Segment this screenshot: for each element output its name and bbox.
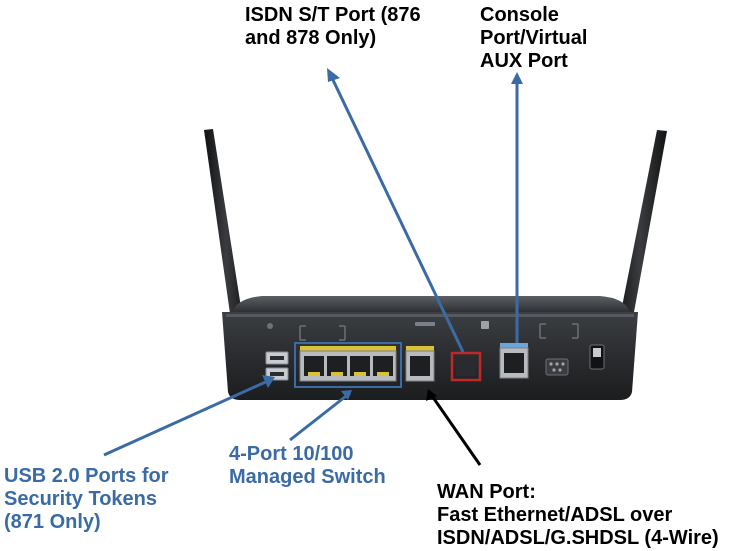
usb-callout-line-2: Security Tokens (4, 488, 158, 510)
right-antenna (613, 130, 667, 356)
isdn-arrow-head (327, 68, 340, 82)
switch-arrow-line (289, 391, 351, 442)
bracket-right-close (572, 323, 579, 339)
wan-arrow-line (428, 392, 482, 466)
console-callout-line-2: Port/Virtual (480, 27, 588, 49)
wan-arrow-head (426, 389, 437, 401)
switch-callout-line-1: 4-Port 10/100 (229, 443, 354, 465)
router-top-shell (232, 296, 630, 312)
isdn-port-highlight (450, 351, 482, 382)
screw-icon (267, 323, 273, 329)
power-connector-icon (545, 358, 569, 376)
left-antenna (204, 129, 248, 356)
router-seam (226, 314, 634, 317)
usb-callout-line-3: (871 Only) (4, 511, 101, 533)
bracket-left (299, 325, 306, 341)
usb-arrow-head (262, 375, 275, 388)
console-callout-line-3: AUX Port (480, 50, 568, 72)
isdn-callout-line-2: and 878 Only) (245, 27, 377, 49)
usb-callout-line-1: USB 2.0 Ports for (4, 465, 169, 487)
lock-slot-icon (481, 321, 489, 329)
wan-yellow-strip (406, 346, 434, 351)
switch-yellow-strip (300, 346, 396, 351)
wan-callout-line-3: ISDN/ADSL/G.SHDSL (4-Wire) (437, 527, 719, 549)
switch-highlight (294, 342, 402, 388)
wan-callout-line-2: Fast Ethernet/ADSL over (437, 504, 673, 526)
usb-arrow-line (103, 378, 271, 457)
console-blue-strip (500, 343, 528, 348)
isdn-arrow-line (331, 79, 465, 353)
isdn-callout: ISDN S/T Port (876 and 878 Only) (245, 4, 421, 50)
switch-callout: 4-Port 10/100 Managed Switch (229, 443, 386, 489)
bracket-left-close (339, 325, 346, 341)
switch-callout-line-2: Managed Switch (229, 466, 386, 488)
wan-callout-line-1: WAN Port: (437, 481, 536, 503)
switch-arrow-head (341, 390, 352, 400)
console-arrow-head (511, 72, 523, 84)
bracket-right (539, 323, 546, 339)
isdn-callout-line-1: ISDN S/T Port (876 (245, 4, 421, 26)
usb-callout: USB 2.0 Ports for Security Tokens (871 O… (4, 465, 168, 534)
wan-callout: WAN Port: Fast Ethernet/ADSL over ISDN/A… (437, 481, 719, 550)
console-callout: Console Port/Virtual AUX Port (480, 4, 587, 73)
brand-mark (415, 322, 435, 326)
console-callout-line-1: Console (480, 4, 559, 26)
switch-ports (304, 356, 393, 376)
